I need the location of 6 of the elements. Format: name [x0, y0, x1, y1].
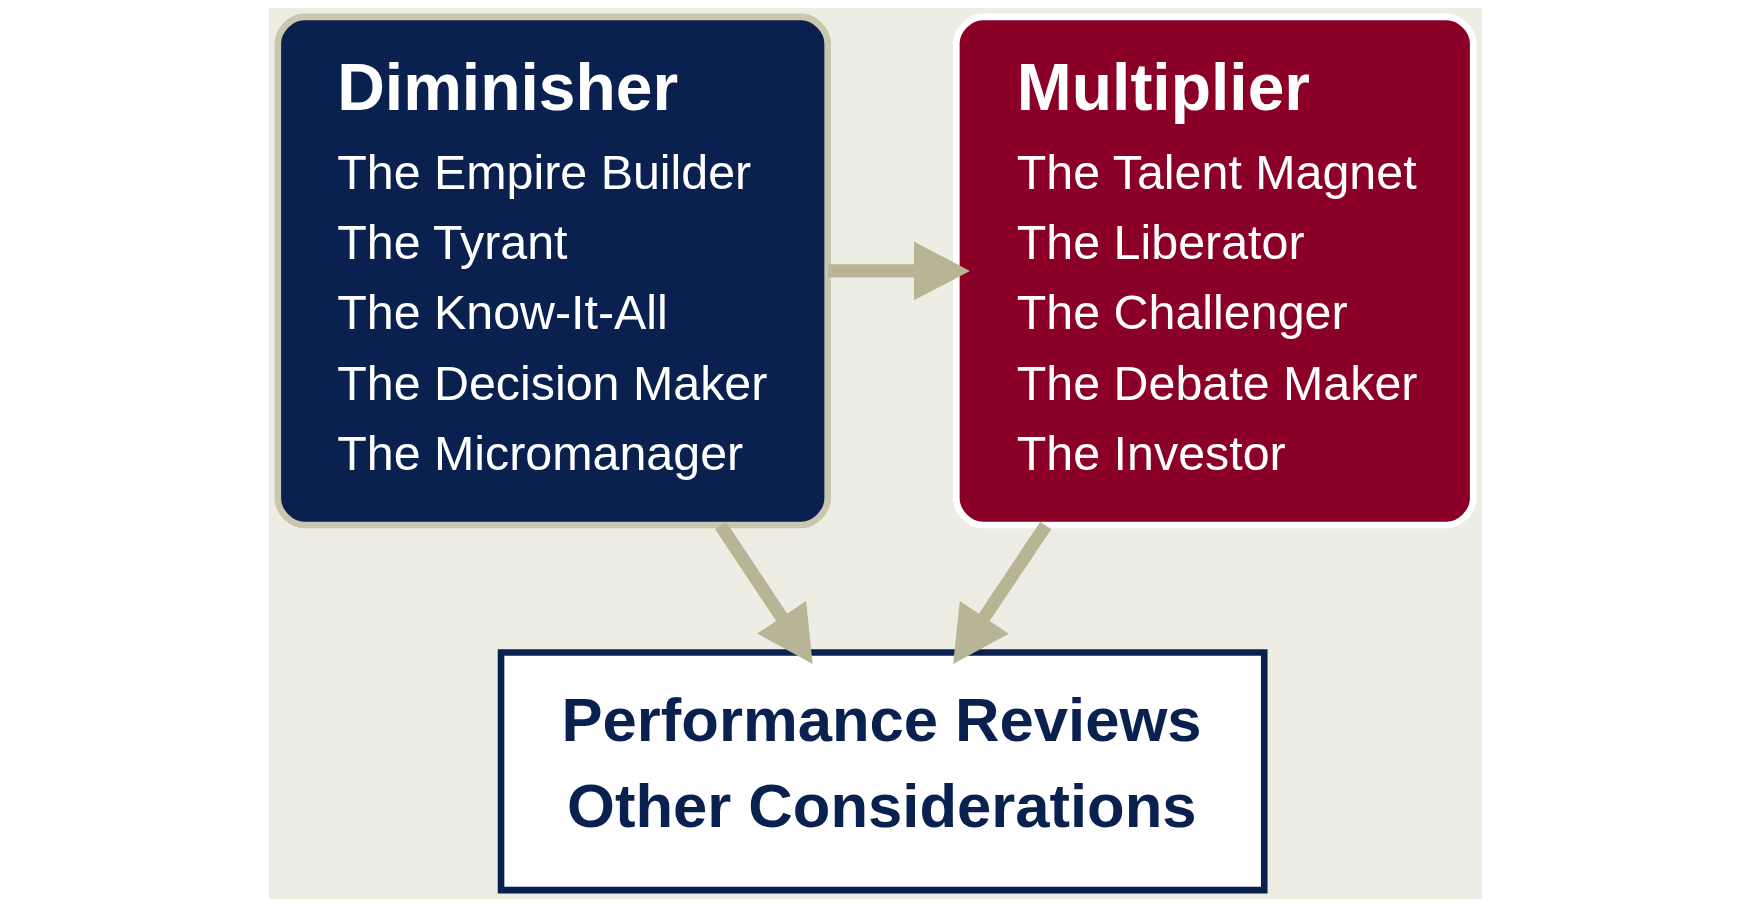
arrow	[952, 521, 1051, 664]
arrow	[827, 241, 970, 301]
node-box: Multiplier The Talent Magnet The Liberator The Challenger The Debate Maker The Investor	[952, 13, 1476, 529]
node-box: Performance Reviews Other Considerations	[497, 649, 1268, 894]
arrow	[714, 521, 813, 664]
node-box: Diminisher The Empire Builder The Tyrant The Know-It-All The Decision Maker The Micromanager	[274, 13, 831, 529]
